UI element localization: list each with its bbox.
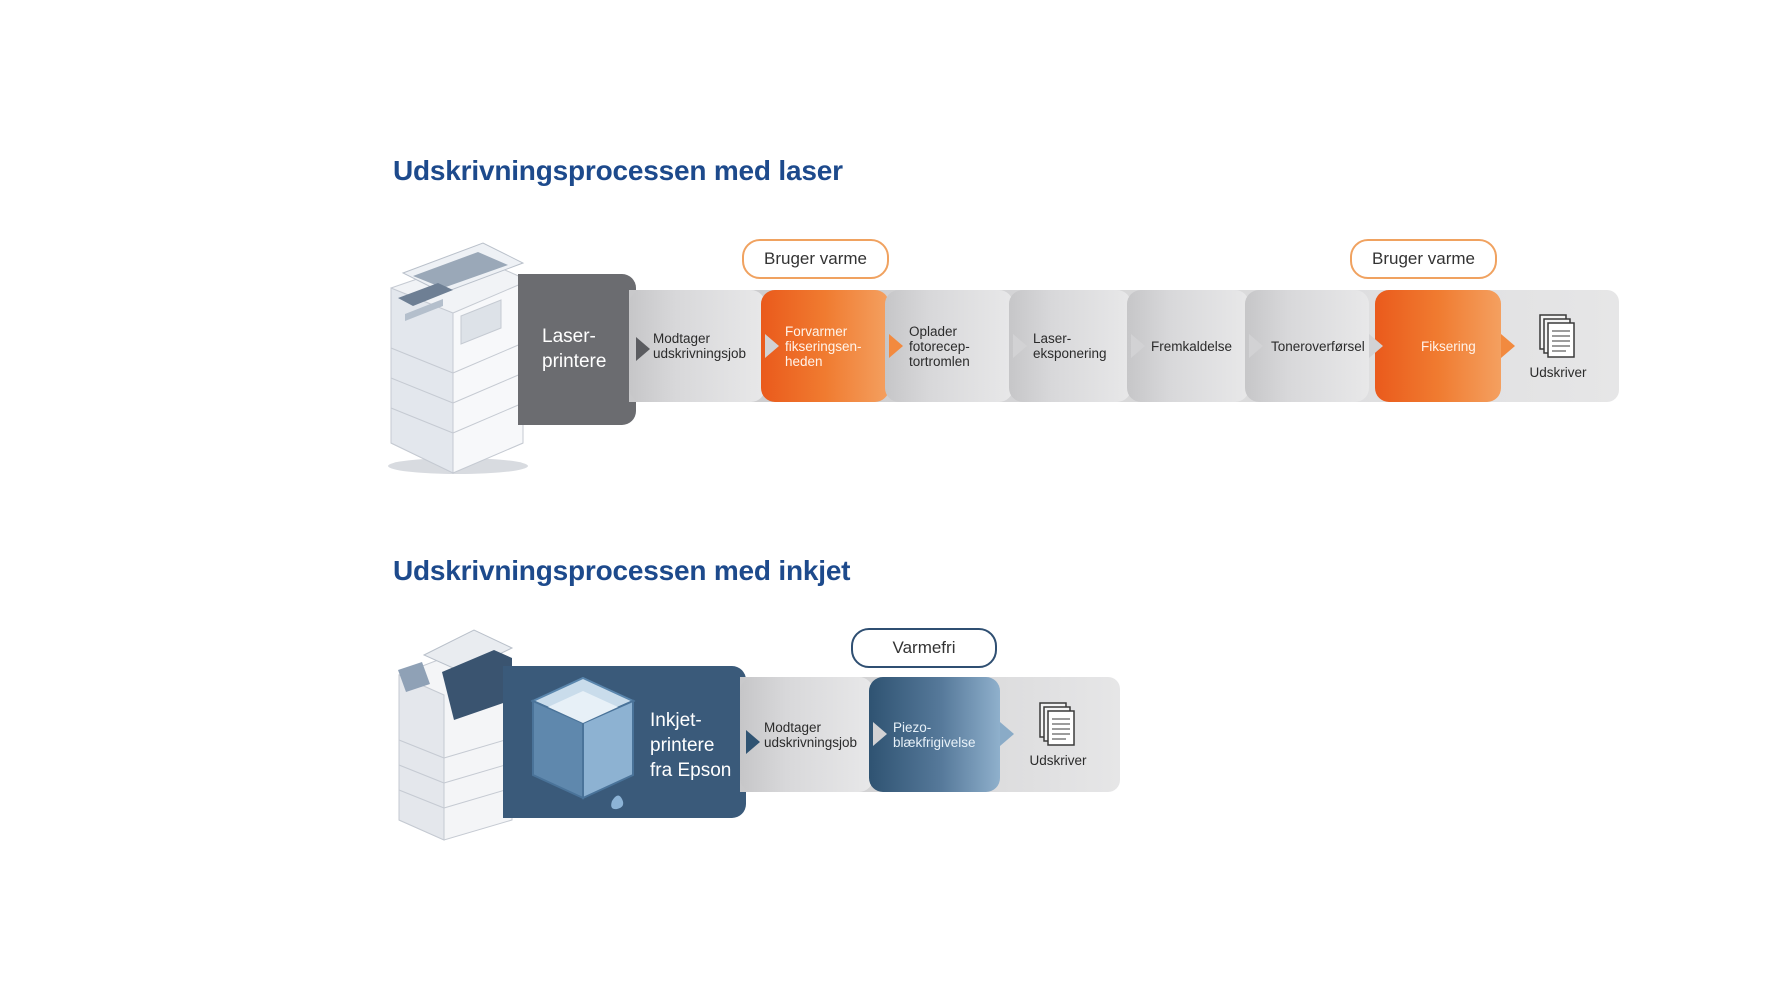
documents-icon (1539, 313, 1575, 358)
inkjet-step-printing: Udskriver (996, 677, 1120, 792)
heat-badge-preheat: Bruger varme (742, 239, 889, 279)
laser-process-flow: Modtager udskrivningsjob Forvarmer fikse… (629, 290, 1619, 402)
step-fixing: Fiksering (1375, 290, 1501, 402)
step-laser-exposure: Laser- eksponering (1009, 290, 1131, 402)
inkjet-panel-arrow (746, 730, 760, 754)
heat-badge-fixing: Bruger varme (1350, 239, 1497, 279)
documents-icon (1039, 702, 1075, 746)
step-receive-job: Modtager udskrivningsjob (629, 290, 765, 402)
inkjet-step-piezo-ink: Piezo- blækfrigivelse (869, 677, 1000, 792)
step-preheat-fuser: Forvarmer fikseringsen- heden (761, 290, 889, 402)
inkjet-section-title: Udskrivningsprocessen med inkjet (393, 555, 851, 586)
inkjet-step-receive-job: Modtager udskrivningsjob (740, 677, 873, 792)
flow-arrow (1369, 334, 1383, 358)
flow-arrow (765, 334, 779, 358)
flow-arrow (873, 722, 887, 746)
laser-section-title: Udskrivningsprocessen med laser (393, 155, 843, 186)
heat-free-badge: Varmefri (851, 628, 997, 668)
flow-arrow (889, 334, 903, 358)
flow-arrow (1131, 334, 1145, 358)
flow-arrow (1501, 334, 1515, 358)
flow-arrow (1000, 722, 1014, 746)
laser-printer-label: Laser- printere (518, 274, 636, 425)
ink-cube-icon (530, 676, 636, 810)
flow-arrow (1013, 334, 1027, 358)
inkjet-printer-illustration (398, 629, 514, 841)
inkjet-process-flow: Modtager udskrivningsjob Piezo- blækfrig… (740, 677, 1120, 792)
laser-panel-arrow (636, 337, 650, 361)
laser-printer-illustration (388, 242, 528, 474)
step-toner-transfer: Toneroverførsel (1245, 290, 1369, 402)
flow-arrow (1249, 334, 1263, 358)
step-printing: Udskriver (1497, 290, 1619, 402)
step-development: Fremkaldelse (1127, 290, 1249, 402)
step-charge-drum: Oplader fotorecep- tortromlen (885, 290, 1013, 402)
